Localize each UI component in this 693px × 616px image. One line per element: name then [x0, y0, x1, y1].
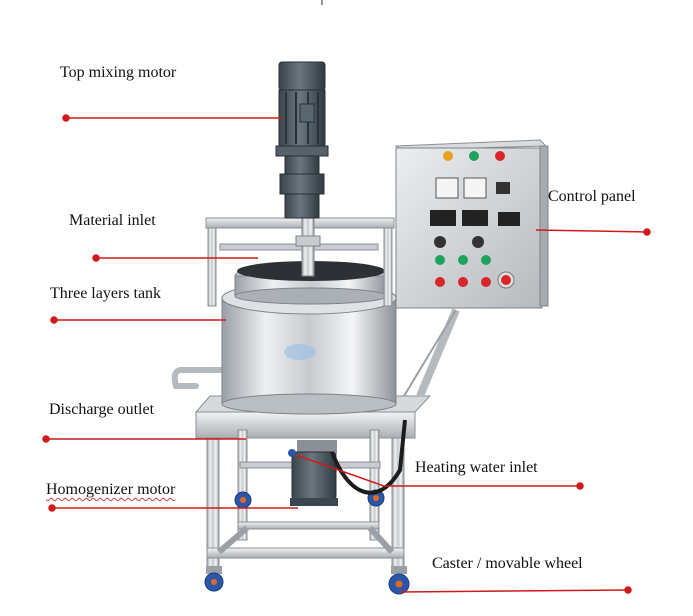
label-three-layers-tank: Three layers tank: [50, 285, 162, 302]
label-caster-movable-wheel: Caster / movable wheel: [432, 555, 583, 572]
homogenizer-motor-body: [288, 440, 338, 506]
leader-dot-heating-water-inlet: [576, 482, 584, 490]
leader-dot-material-inlet: [92, 254, 100, 262]
leader-heating-water-inlet-diag: [295, 454, 385, 487]
leader-dot-top-mixing-motor: [62, 114, 70, 122]
leader-control-panel: [535, 229, 648, 233]
top-mixing-motor-body: [275, 61, 329, 219]
label-material-inlet: Material inlet: [69, 212, 156, 229]
label-homogenizer-motor: Homogenizer motor: [46, 481, 176, 498]
label-top-mixing-motor: Top mixing motor: [60, 64, 177, 81]
caster-wheels: [204, 489, 410, 595]
leader-dot-control-panel: [643, 228, 651, 236]
leader-dot-three-layers-tank: [50, 316, 58, 324]
label-heating-water-inlet: Heating water inlet: [415, 459, 538, 476]
control-panel-box: [394, 139, 549, 309]
leader-lines: [42, 114, 651, 594]
leader-dot-caster-wheel: [624, 586, 632, 594]
label-discharge-outlet: Discharge outlet: [49, 401, 155, 418]
three-layer-tank-body: [221, 261, 397, 415]
leader-dot-homogenizer-motor: [48, 504, 56, 512]
label-control-panel: Control panel: [548, 188, 636, 205]
leader-caster-wheel: [399, 589, 629, 593]
leader-dot-discharge-outlet: [42, 435, 50, 443]
